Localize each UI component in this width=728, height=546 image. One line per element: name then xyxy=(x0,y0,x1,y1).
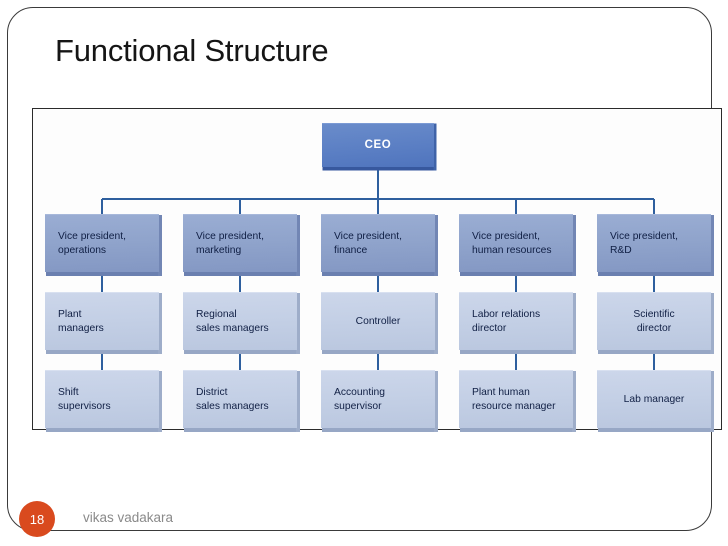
node-accounting-supervisor[interactable]: Accounting supervisor xyxy=(321,370,435,428)
page-title: Functional Structure xyxy=(55,33,329,68)
node-scientific-director-label: Scientific director xyxy=(633,309,675,334)
node-vp-finance[interactable]: Vice president, finance xyxy=(321,214,435,272)
node-regional-sales-managers-label: Regional sales managers xyxy=(196,309,269,334)
node-district-sales-managers[interactable]: District sales managers xyxy=(183,370,297,428)
node-vp-marketing[interactable]: Vice president, marketing xyxy=(183,214,297,272)
node-district-sales-managers-label: District sales managers xyxy=(196,387,269,412)
node-vp-finance-label: Vice president, finance xyxy=(334,231,402,256)
node-controller-label: Controller xyxy=(355,315,401,327)
node-shift-supervisors[interactable]: Shift supervisors xyxy=(45,370,159,428)
slide-number-badge: 18 xyxy=(19,501,55,537)
slide-number: 18 xyxy=(29,511,45,527)
node-lab-manager[interactable]: Lab manager xyxy=(597,370,711,428)
node-controller[interactable]: Controller xyxy=(321,292,435,350)
node-plant-human-resource-manager[interactable]: Plant human resource manager xyxy=(459,370,573,428)
node-lab-manager-label: Lab manager xyxy=(623,393,685,405)
node-ceo[interactable]: CEO xyxy=(322,123,434,167)
node-shift-supervisors-label: Shift supervisors xyxy=(58,387,111,412)
author-name: vikas vadakara xyxy=(83,510,174,525)
node-plant-human-resource-manager-label: Plant human resource manager xyxy=(472,387,556,412)
node-labor-relations-director-label: Labor relations director xyxy=(472,309,541,334)
slide-frame: Functional Structure xyxy=(7,7,722,537)
node-vp-operations-label: Vice president, operations xyxy=(58,231,126,256)
node-vp-rd[interactable]: Vice president, R&D xyxy=(597,214,711,272)
node-accounting-supervisor-label: Accounting supervisor xyxy=(334,387,385,412)
node-vp-human-resources[interactable]: Vice president, human resources xyxy=(459,214,573,272)
node-vp-rd-label: Vice president, R&D xyxy=(610,231,678,256)
node-plant-managers[interactable]: Plant managers xyxy=(45,292,159,350)
node-plant-managers-label: Plant managers xyxy=(58,309,104,334)
node-scientific-director[interactable]: Scientific director xyxy=(597,292,711,350)
node-vp-human-resources-label: Vice president, human resources xyxy=(472,231,552,256)
node-labor-relations-director[interactable]: Labor relations director xyxy=(459,292,573,350)
node-regional-sales-managers[interactable]: Regional sales managers xyxy=(183,292,297,350)
node-vp-marketing-label: Vice president, marketing xyxy=(196,231,264,256)
org-chart-diagram: CEO Vice president, operations Vice pres… xyxy=(32,108,722,430)
node-ceo-label: CEO xyxy=(364,139,392,152)
node-vp-operations[interactable]: Vice president, operations xyxy=(45,214,159,272)
